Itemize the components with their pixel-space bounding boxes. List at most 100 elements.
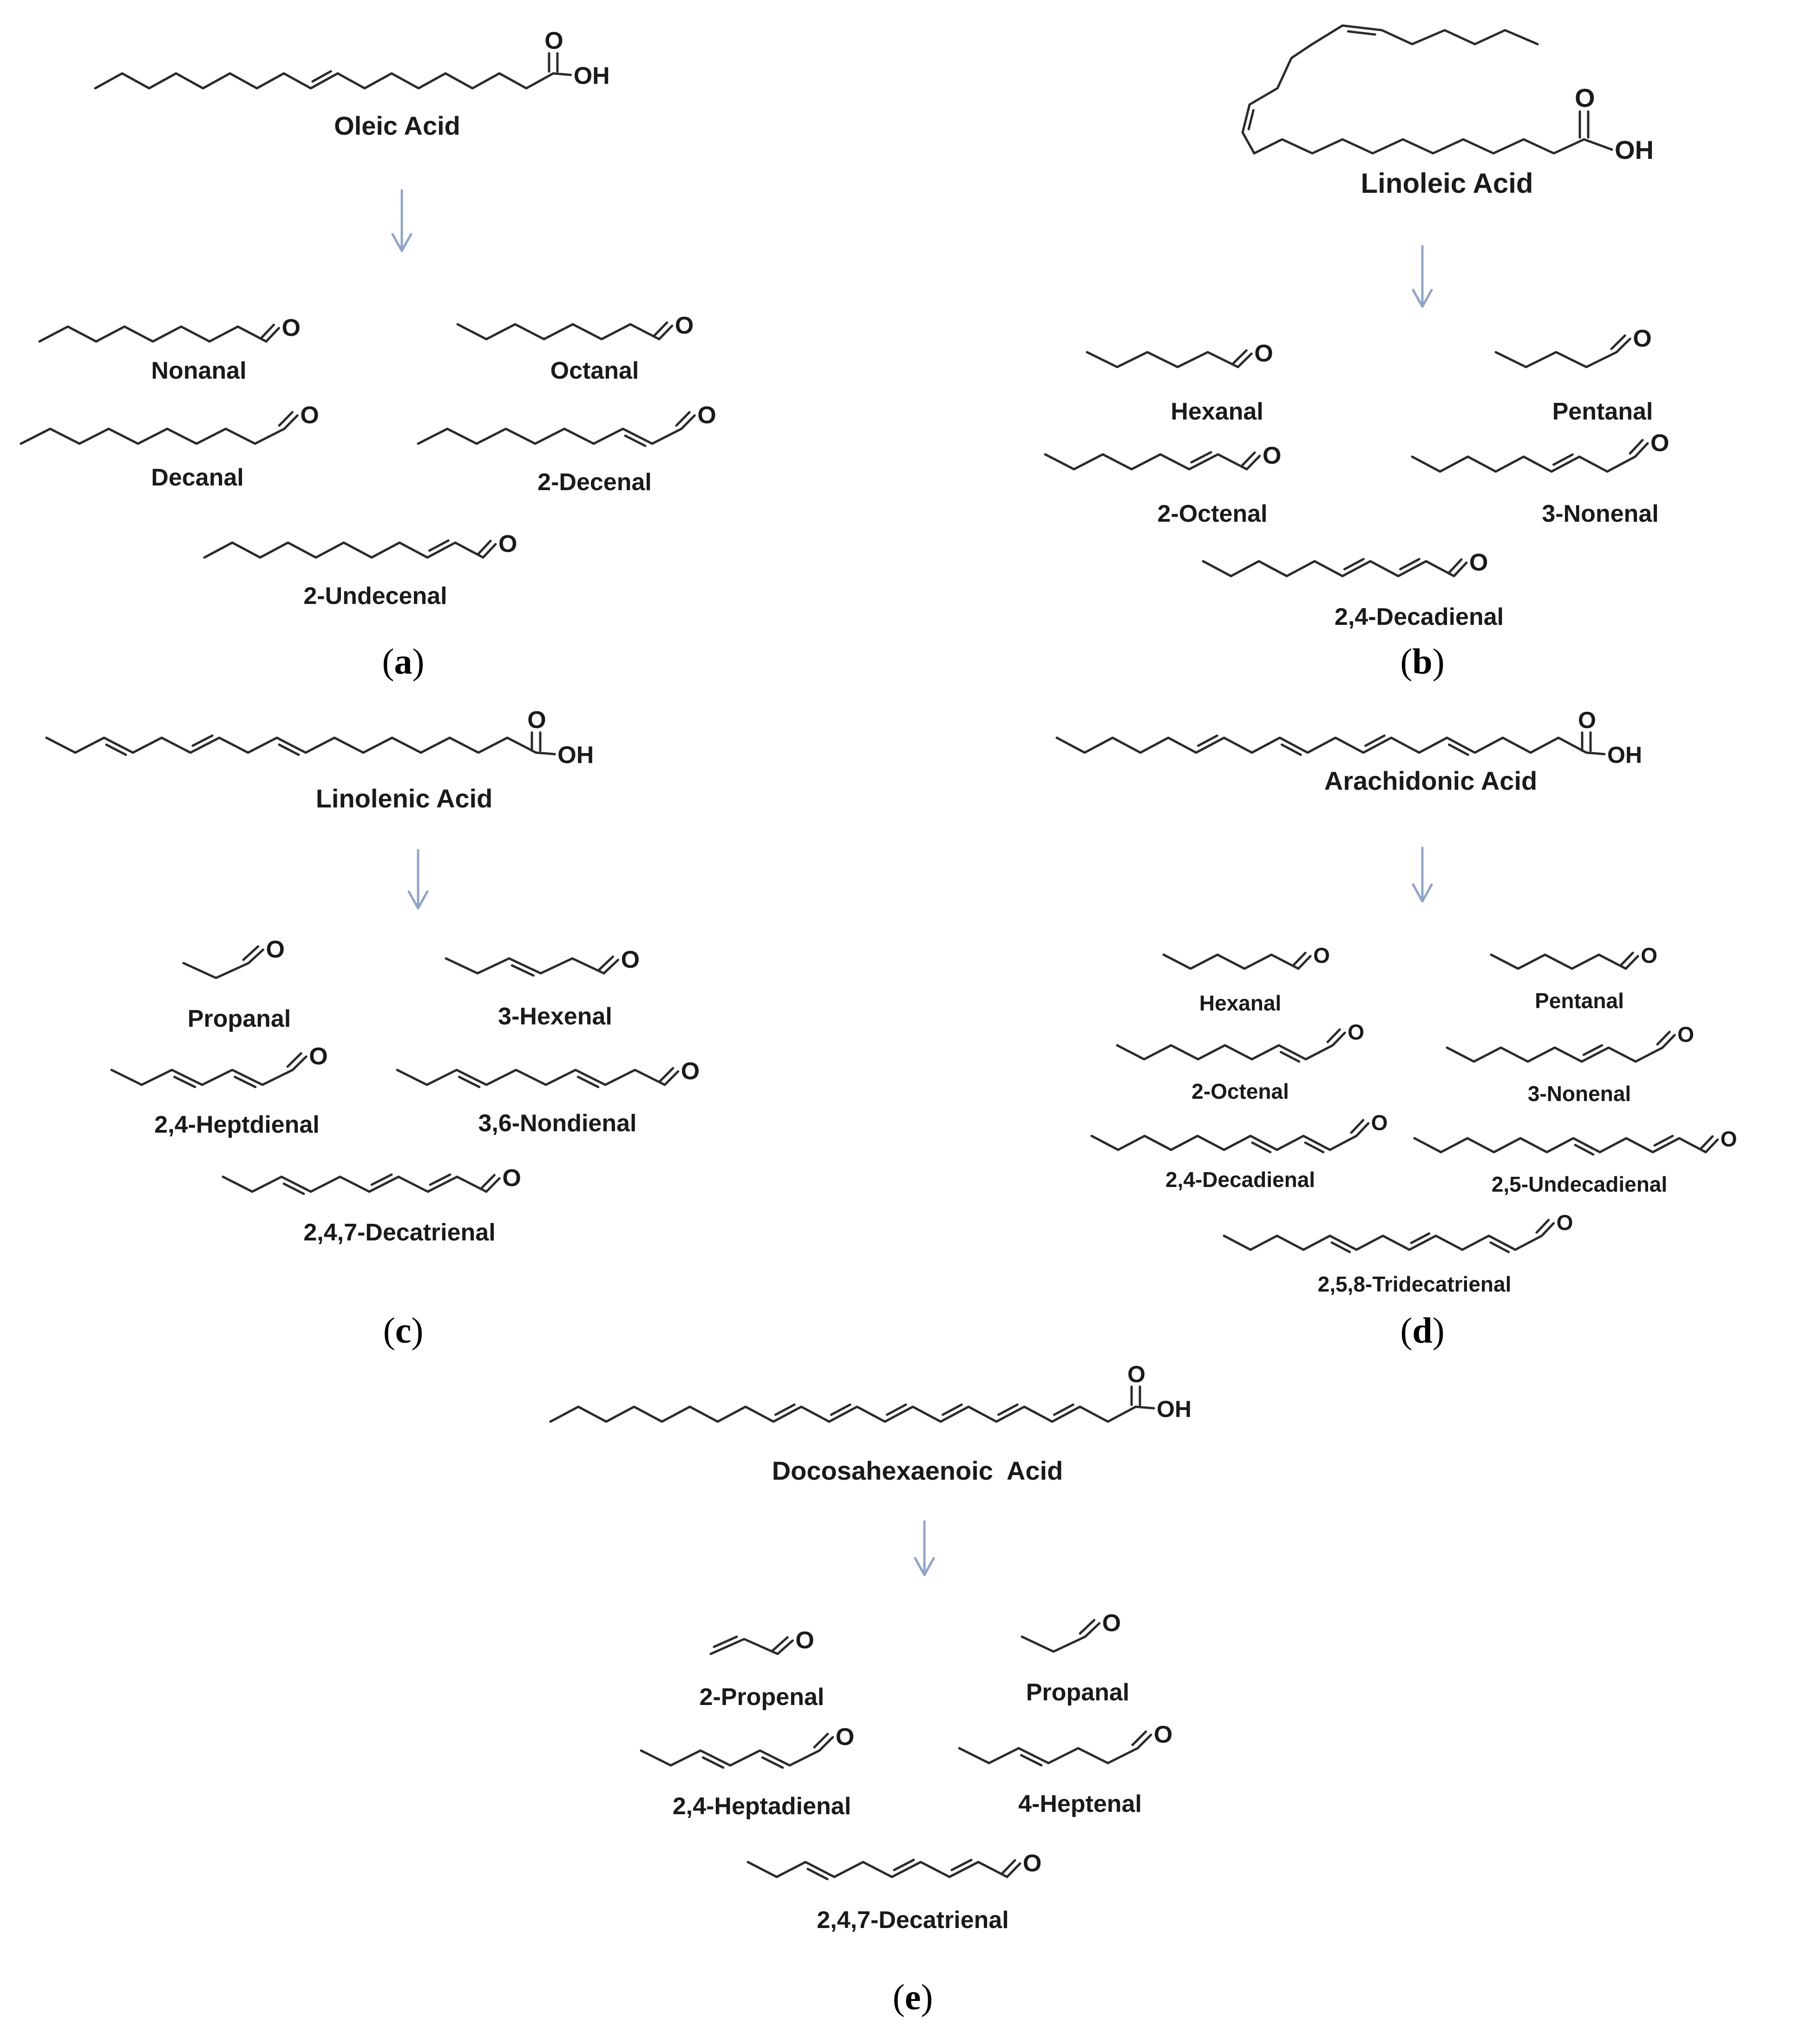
- carbonyl-bond: [658, 324, 674, 341]
- structure-decanal: [20, 427, 286, 445]
- double-bond: [1280, 743, 1302, 756]
- arrow-down-e: [914, 1520, 935, 1576]
- double-bond: [1330, 1241, 1351, 1253]
- carbonyl-bond: [818, 1736, 834, 1752]
- oxygen-atom: O: [836, 1724, 854, 1751]
- product-name-2-4-decadienal: 2,4-Decadienal: [1335, 603, 1504, 630]
- carbonyl-double-bond: [597, 955, 615, 971]
- carbon-chain: [1086, 351, 1239, 368]
- product-name-propanal: Propanal: [1026, 1679, 1130, 1706]
- oxygen-atom: O: [1677, 1023, 1694, 1047]
- structure-docosahexaenoic-acid: [549, 1405, 1137, 1423]
- hydroxyl-group: OH: [1607, 742, 1642, 768]
- hydroxyl-bond: [535, 751, 556, 755]
- carbonyl-double-bond: [813, 1732, 829, 1749]
- carbon-chain: [1413, 1137, 1707, 1154]
- product-name-2-4-7-decatrienal: 2,4,7-Decatrienal: [817, 1907, 1008, 1934]
- carbonyl-bond: [680, 414, 696, 430]
- structure-2-4-heptdienal: [110, 1069, 294, 1086]
- acid-name-linolenic-acid: Linolenic Acid: [316, 784, 493, 813]
- carbonyl-double-bond: [1079, 1619, 1096, 1635]
- carbon-chain: [1090, 1135, 1358, 1151]
- product-name-octanal: Octanal: [550, 357, 639, 384]
- structure-arachidonic-acid: [1055, 736, 1588, 754]
- acid-name-docosahexaenoic-acid: Docosahexaenoic Acid: [772, 1456, 1063, 1485]
- product-name-hexanal: Hexanal: [1171, 398, 1263, 425]
- oxygen-atom: O: [1313, 944, 1330, 968]
- structure-propanal-e: [1021, 1635, 1087, 1653]
- product-name-3-nonenal: 3-Nonenal: [1542, 500, 1658, 527]
- double-bond: [1582, 1044, 1604, 1056]
- arrow-head: [914, 1557, 935, 1576]
- double-bond: [278, 743, 300, 756]
- product-name-2-4-heptdienal: 2,4-Heptdienal: [154, 1111, 319, 1138]
- oxygen-atom: O: [266, 936, 285, 963]
- carbonyl-double-bond: [1656, 1030, 1671, 1046]
- double-bond: [1053, 1403, 1074, 1416]
- oxygen-atom: O: [309, 1043, 327, 1070]
- double-bond: [1489, 1241, 1510, 1253]
- hydroxyl-bond: [552, 72, 572, 76]
- carbonyl-bond: [1136, 1733, 1152, 1750]
- carbon-chain: [20, 427, 286, 445]
- carbon-chain: [1494, 351, 1618, 368]
- carbon-chain: [396, 1069, 666, 1086]
- panel-c: Linolenic Acid Propanal 3-Hexenal 2,4-He…: [154, 784, 636, 1246]
- hydroxyl-group: OH: [1157, 1396, 1192, 1422]
- structure-2-4-decadienal-d: [1090, 1135, 1358, 1151]
- carbon-chain: [709, 1638, 779, 1655]
- hydroxyl-group: OH: [1615, 135, 1654, 164]
- carbonyl-double-bond: [278, 411, 294, 427]
- structure-hexanal: [1086, 351, 1239, 368]
- structure-2-octenal-d: [1116, 1044, 1334, 1061]
- carbonyl-double-bond: [1447, 558, 1463, 574]
- carbonyl-bond: [283, 414, 299, 430]
- structure-2-octenal: [1044, 453, 1248, 471]
- arrow-head: [391, 233, 412, 252]
- structure-4-heptenal-e: [958, 1747, 1139, 1764]
- structure-3-hexenal: [445, 957, 605, 975]
- carbonyl-bond: [1540, 1222, 1555, 1237]
- hydroxyl-bond: [1583, 138, 1613, 151]
- structure-hexanal-d: [1162, 953, 1300, 970]
- double-bond: [761, 1756, 784, 1769]
- double-bond: [1574, 1144, 1595, 1156]
- carbonyl-double-bond: [480, 1174, 496, 1190]
- reaction-arrows: [391, 189, 1433, 1576]
- oxygen-atom: O: [675, 312, 694, 339]
- carbonyl-double-bond: [1350, 1119, 1365, 1134]
- carbon-chain: [1116, 1044, 1334, 1061]
- product-name-nonanal: Nonanal: [151, 357, 246, 384]
- product-name-decanal: Decanal: [151, 464, 243, 491]
- carbon-chain: [549, 1405, 1137, 1423]
- double-bond: [893, 1858, 915, 1871]
- structure-3-nonenal: [1411, 455, 1637, 473]
- oxygen-atom: O: [1721, 1127, 1737, 1151]
- oxygen-atom: O: [1102, 1610, 1121, 1637]
- carbonyl-bond: [1084, 1622, 1101, 1638]
- carbon-chain: [1021, 1635, 1087, 1653]
- oxygen-atom: O: [498, 531, 517, 557]
- carbonyl-bond: [1245, 454, 1261, 471]
- acid-name-arachidonic-acid: Arachidonic Acid: [1324, 766, 1537, 795]
- double-bond: [1653, 1135, 1674, 1147]
- oxygen-atom: O: [1023, 1850, 1041, 1877]
- oxygen-atom: O: [681, 1058, 700, 1085]
- double-bond: [1197, 734, 1218, 747]
- structure-2-5-undecadienal-d: [1413, 1137, 1707, 1154]
- arrow-head: [1412, 883, 1433, 903]
- double-bond: [1552, 453, 1574, 466]
- structure-linolenic-acid: [45, 736, 537, 754]
- product-name-pentanal: Pentanal: [1535, 989, 1624, 1013]
- arrow-head: [407, 890, 429, 910]
- carbonyl-double-bond: [1001, 1859, 1016, 1875]
- acid-name-oleic-acid: Oleic Acid: [334, 111, 460, 140]
- carbon-chain: [445, 957, 605, 975]
- carbonyl-double-bond: [286, 1052, 302, 1068]
- hydroxyl-group: OH: [574, 63, 610, 90]
- product-name-2-undecenal: 2-Undecenal: [303, 583, 447, 610]
- double-bond: [941, 1403, 963, 1416]
- double-bond: [624, 434, 647, 447]
